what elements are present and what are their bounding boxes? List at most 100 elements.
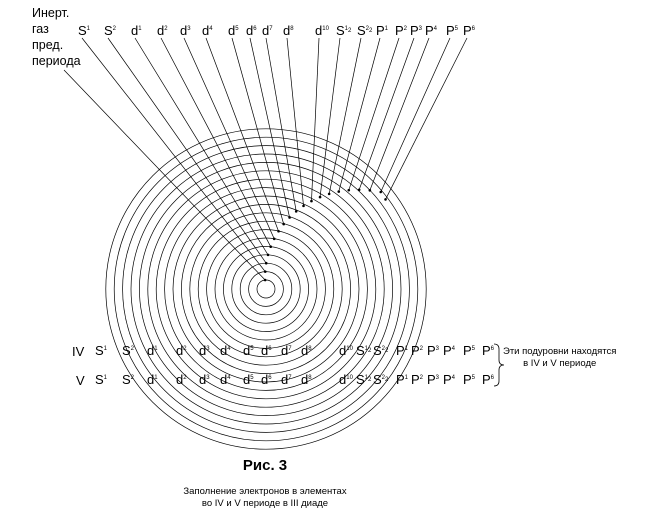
period-iv-sublevel: d4 — [220, 344, 231, 357]
period-v-sublevel: P4 — [443, 373, 455, 386]
sublevel-letter: P — [443, 343, 452, 358]
connector-dot — [288, 216, 291, 219]
sublevel-letter: d — [301, 372, 309, 387]
sublevel-superscript: 1 — [404, 346, 409, 352]
period-iv-sublevel: d6 — [261, 344, 272, 357]
sublevel-superscript: 5 — [471, 375, 476, 381]
figure-caption: Заполнение электронов в элементах во IV … — [0, 486, 530, 510]
sublevel-letter: d — [220, 372, 228, 387]
sublevel-letter: d — [261, 372, 269, 387]
connector-line — [358, 37, 415, 190]
shell-circle — [231, 254, 301, 324]
sublevel-superscript: 2 — [130, 346, 135, 352]
top-sublevel-label: d7 — [262, 24, 273, 37]
top-sublevel-label: S12 — [336, 24, 351, 37]
sublevel-superscript: 3 — [435, 375, 440, 381]
sublevel-subscript: 2 — [385, 348, 389, 354]
sublevel-letter: d — [147, 372, 155, 387]
period-v-sublevel: d5 — [243, 373, 254, 386]
sublevel-superscript: 1 — [154, 375, 158, 381]
sublevel-superscript: 3 — [418, 26, 423, 32]
connector-dot — [379, 190, 383, 194]
period-iv-label: IV — [72, 344, 85, 359]
connector-dot — [357, 188, 361, 192]
sublevel-superscript: 1 — [154, 346, 158, 352]
sublevel-superscript: 8 — [308, 375, 312, 381]
sublevel-superscript: 1 — [103, 346, 108, 352]
period-iv-sublevel: S1 — [95, 344, 107, 357]
sublevel-superscript: 1 — [364, 375, 369, 381]
sublevel-superscript: 6 — [490, 346, 495, 352]
connector-dot — [263, 278, 267, 282]
caption-line: во IV и V периоде в III диаде — [201, 498, 329, 509]
sublevel-letter: P — [463, 372, 472, 387]
top-sublevel-label: S1 — [78, 24, 90, 37]
sublevel-letter: d — [262, 23, 270, 38]
connector-line — [249, 37, 290, 218]
sublevel-letter: S — [373, 372, 382, 387]
sublevel-superscript: 4 — [227, 375, 231, 381]
connector-line — [380, 37, 451, 193]
sublevel-letter: P — [376, 23, 385, 38]
shell-circle — [172, 195, 360, 383]
sublevel-letter: d — [131, 23, 139, 38]
connector-line — [183, 37, 275, 239]
top-sublevel-label: d10 — [315, 24, 329, 37]
period-iv-sublevel: d3 — [199, 344, 210, 357]
sublevel-subscript: 2 — [368, 377, 372, 383]
period-v-sublevel: d6 — [261, 373, 272, 386]
top-sublevel-label: P1 — [376, 24, 388, 37]
shell-circle — [113, 136, 419, 442]
connector-line — [134, 37, 269, 256]
connector-line — [348, 37, 400, 191]
shell-circle — [248, 271, 284, 307]
shell-circle — [223, 246, 309, 332]
period-v-sublevel: P1 — [396, 373, 408, 386]
sublevel-subscript: 2 — [369, 28, 373, 34]
sublevel-superscript: 7 — [288, 346, 292, 352]
sublevel-letter: P — [411, 343, 420, 358]
sublevel-letter: P — [463, 23, 472, 38]
sublevel-letter: P — [410, 23, 419, 38]
sublevel-superscript: 2 — [183, 346, 187, 352]
sublevel-superscript: 3 — [206, 346, 210, 352]
sublevel-superscript: 10 — [346, 346, 353, 352]
sublevel-letter: d — [281, 343, 289, 358]
connector-dot — [264, 261, 268, 265]
period-v-sublevel: S2 — [122, 373, 134, 386]
sublevel-superscript: 7 — [288, 375, 292, 381]
sublevel-superscript: 4 — [227, 346, 231, 352]
top-sublevel-label: P2 — [395, 24, 407, 37]
sublevel-superscript: 5 — [250, 375, 254, 381]
period-iv-sublevel: S22 — [373, 344, 388, 357]
connector-dot — [302, 204, 305, 208]
connector-dot — [327, 192, 331, 196]
period-v-sublevel: P6 — [482, 373, 494, 386]
sublevel-superscript: 4 — [209, 26, 213, 32]
connector-line — [311, 37, 320, 202]
connector-line — [319, 37, 341, 198]
period-iv-sublevel: P5 — [463, 344, 475, 357]
sublevel-subscript: 2 — [385, 377, 389, 383]
sublevel-letter: d — [202, 23, 210, 38]
shell-circle — [197, 220, 335, 358]
period-iv-sublevel: P4 — [443, 344, 455, 357]
connector-dot — [347, 188, 351, 192]
sublevel-letter: d — [157, 23, 165, 38]
top-sublevel-label: d3 — [180, 24, 191, 37]
sublevel-superscript: 3 — [435, 346, 440, 352]
connector-line — [205, 37, 279, 232]
connector-dot — [368, 189, 372, 192]
sublevel-superscript: 3 — [187, 26, 191, 32]
sublevel-letter: P — [395, 23, 404, 38]
sublevel-superscript: 6 — [253, 26, 257, 32]
top-sublevel-label: d1 — [131, 24, 142, 37]
connector-dot — [277, 229, 280, 233]
connector-line — [231, 37, 285, 225]
shell-circle — [139, 162, 393, 416]
period-iv-sublevel: d5 — [243, 344, 254, 357]
sublevel-letter: d — [261, 343, 269, 358]
sublevel-letter: d — [147, 343, 155, 358]
connector-dot — [263, 270, 267, 273]
connector-line — [107, 37, 267, 264]
